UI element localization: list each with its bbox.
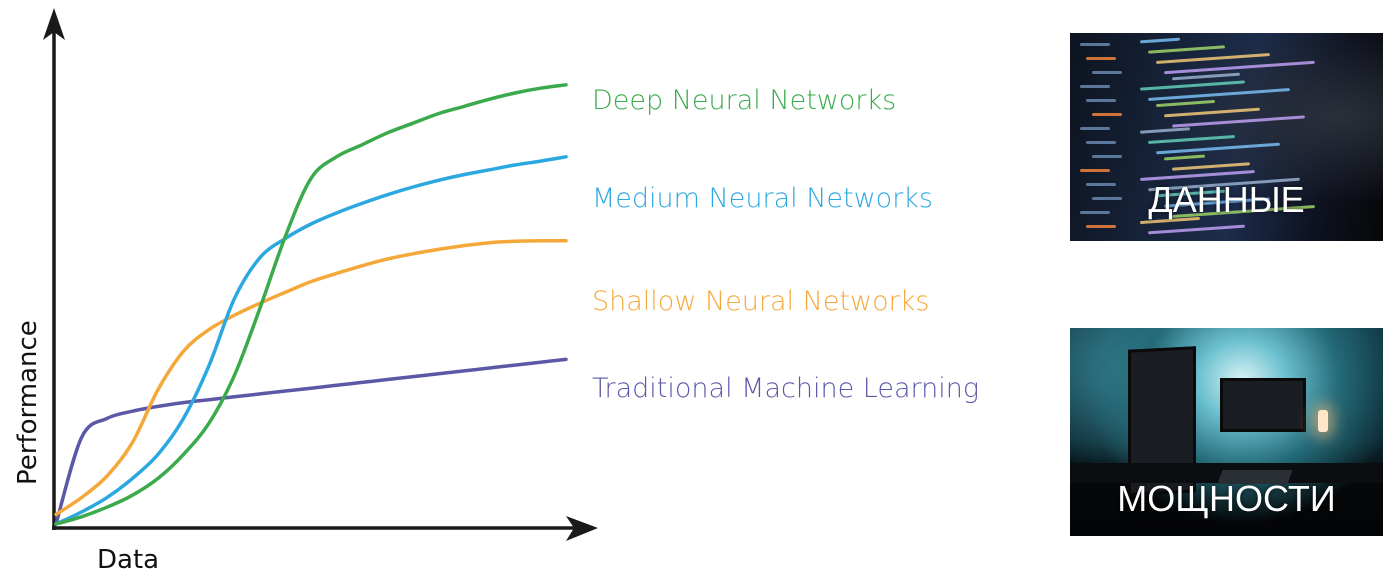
file-tree-decoration (1080, 127, 1110, 130)
code-line-decoration (1164, 107, 1260, 118)
code-line-decoration (1139, 127, 1191, 134)
code-line-decoration (1155, 99, 1216, 108)
file-tree-decoration (1086, 183, 1116, 186)
power-photo: МОЩНОСТИ (1070, 328, 1383, 536)
file-tree-decoration (1092, 71, 1122, 74)
performance-vs-data-chart: Data Performance Deep Neural NetworksMed… (13, 8, 979, 575)
y-axis-arrow-icon (43, 8, 65, 40)
y-axis-label: Performance (13, 320, 43, 485)
series-line-shallow-neural-networks (54, 239, 568, 517)
file-tree-decoration (1080, 43, 1110, 46)
file-tree-decoration (1080, 85, 1110, 88)
file-tree-decoration (1080, 211, 1110, 214)
code-line-decoration (1171, 72, 1241, 81)
axes (43, 8, 598, 541)
file-tree-decoration (1092, 197, 1122, 200)
series-label-traditional-machine-learning: Traditional Machine Learning (592, 373, 979, 404)
x-axis-label: Data (97, 545, 159, 575)
code-line-decoration (1139, 37, 1181, 44)
series-line-medium-neural-networks (54, 155, 568, 526)
series-line-deep-neural-networks (54, 83, 568, 526)
file-tree-decoration (1086, 141, 1116, 144)
data-photo: ДАННЫЕ (1070, 33, 1383, 241)
code-line-decoration (1140, 80, 1245, 91)
x-axis-arrow-icon (566, 516, 598, 541)
code-line-decoration (1148, 88, 1290, 101)
lamp-decoration (1318, 410, 1328, 432)
code-line-decoration (1156, 53, 1270, 64)
file-tree-decoration (1086, 225, 1116, 228)
code-line-decoration (1148, 224, 1245, 235)
file-tree-decoration (1086, 57, 1116, 60)
code-line-decoration (1171, 162, 1251, 171)
code-line-decoration (1172, 115, 1305, 128)
horizontal-monitor-decoration (1220, 378, 1306, 432)
series-label-deep-neural-networks: Deep Neural Networks (592, 85, 896, 116)
code-line-decoration (1163, 154, 1206, 161)
code-line-decoration (1156, 142, 1280, 155)
file-tree-decoration (1086, 99, 1116, 102)
code-line-decoration (1147, 45, 1226, 54)
series-label-medium-neural-networks: Medium Neural Networks (592, 183, 933, 214)
series-line-traditional-machine-learning (54, 357, 568, 526)
file-tree-decoration (1092, 155, 1122, 158)
series-lines (54, 83, 568, 526)
file-tree-decoration (1092, 113, 1122, 116)
code-line-decoration (1148, 134, 1235, 145)
series-label-shallow-neural-networks: Shallow Neural Networks (592, 286, 929, 317)
power-photo-caption: МОЩНОСТИ (1117, 478, 1336, 519)
file-tree-decoration (1080, 169, 1110, 172)
data-photo-caption: ДАННЫЕ (1148, 179, 1305, 220)
